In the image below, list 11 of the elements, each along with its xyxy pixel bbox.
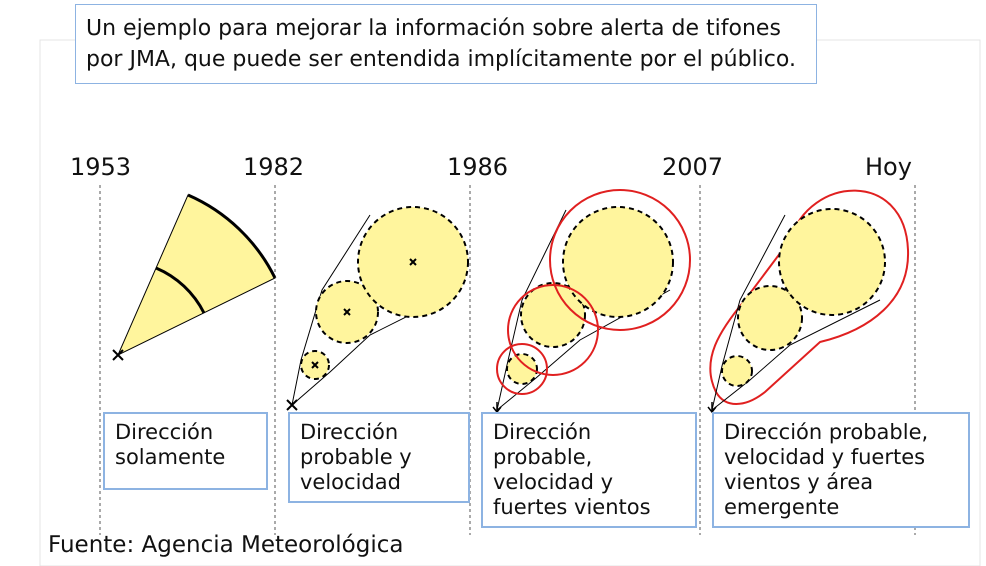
year-label: 1982 — [243, 153, 304, 181]
description-box: Dirección probable, velocidad y fuertes vientos y área emergente — [712, 412, 970, 528]
source-caption: Fuente: Agencia Meteorológica — [48, 532, 404, 558]
year-label: Hoy — [865, 153, 912, 181]
description-box: Dirección probable y velocidad — [288, 412, 470, 503]
description-box: Dirección solamente — [103, 412, 268, 490]
year-label: 1953 — [70, 153, 132, 181]
description-box: Dirección probable, velocidad y fuertes vientos — [481, 412, 697, 528]
year-label: 2007 — [662, 153, 724, 181]
title-text: Un ejemplo para mejorar la información sobre alerta de tifones por JMA, que puede ser entendida implícitamente por el público. — [75, 4, 817, 84]
year-label: 1986 — [447, 153, 508, 181]
